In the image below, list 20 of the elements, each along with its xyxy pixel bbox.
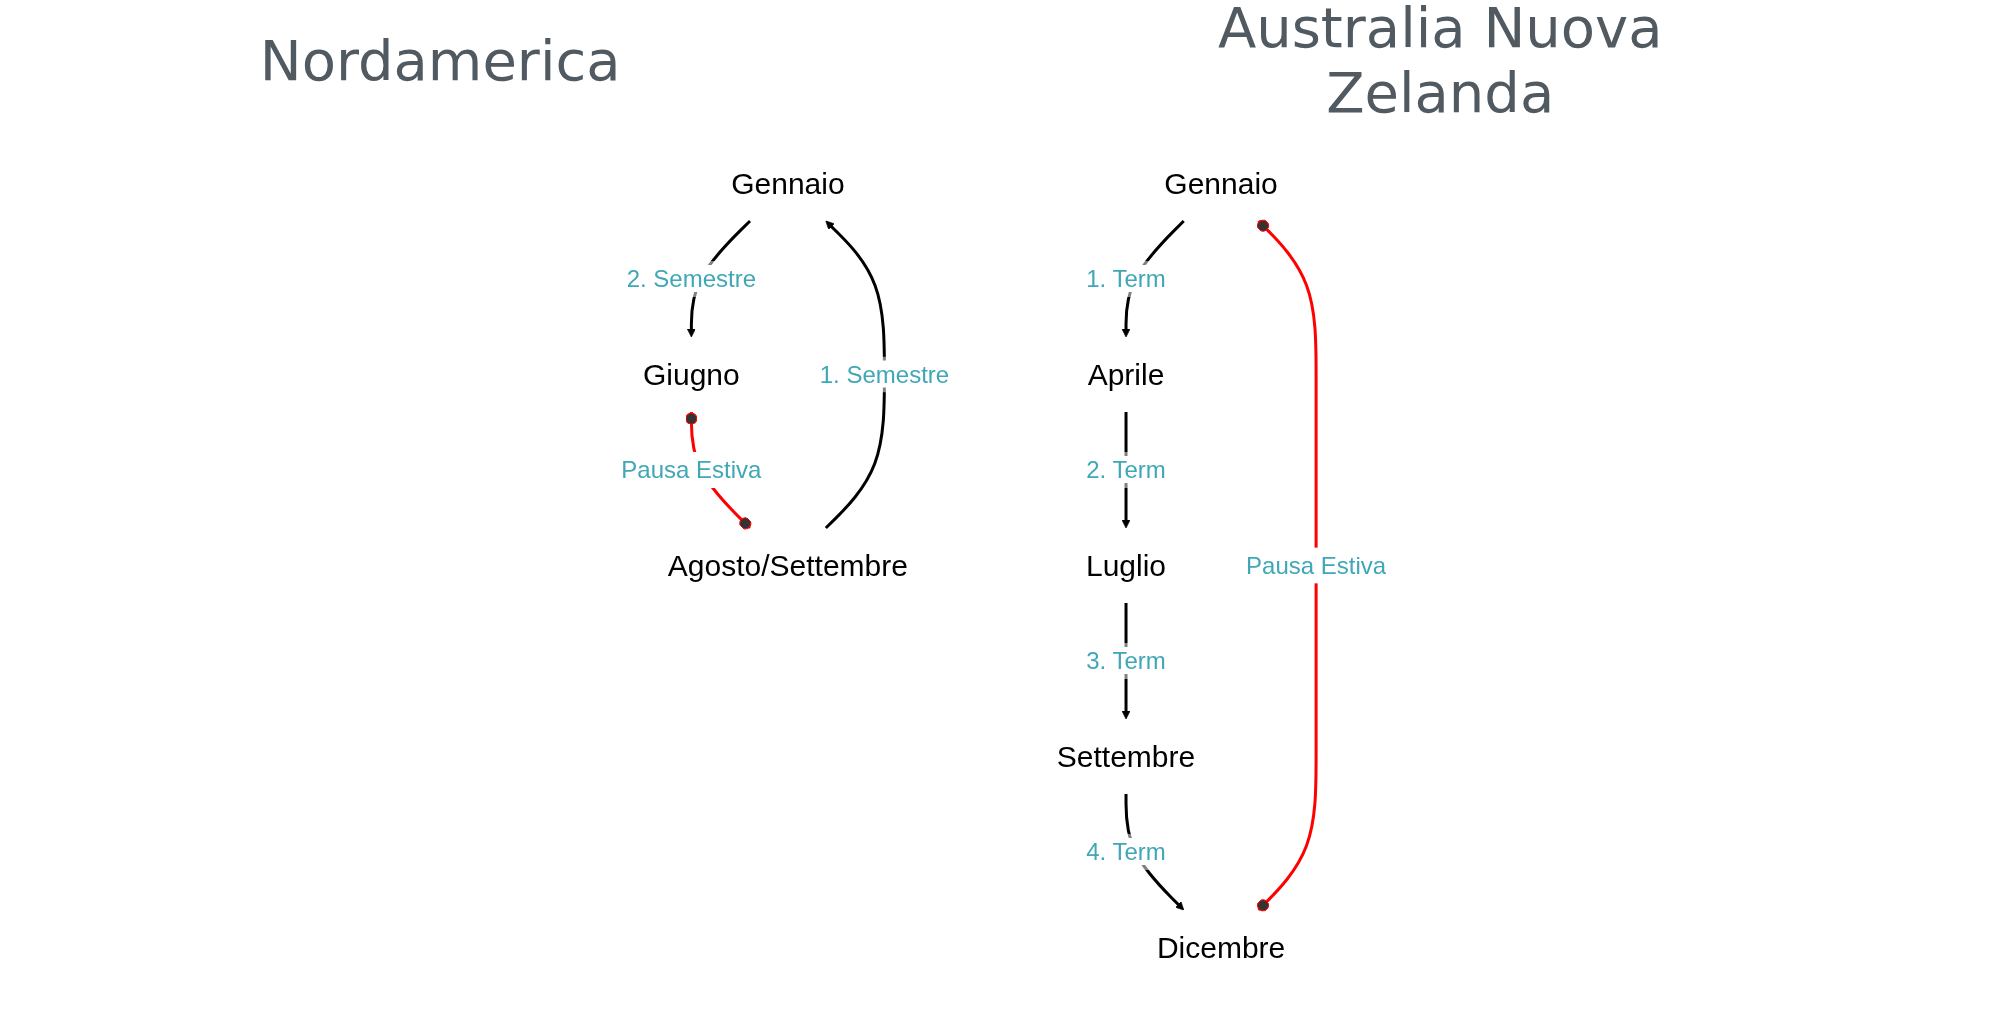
edge-label: 1. Term <box>1086 264 1167 292</box>
edge-label: 1. Semestre <box>820 360 950 387</box>
region-heading: Australia Nuova Zelanda <box>1216 0 1664 125</box>
edge-label: Pausa Estiva <box>621 455 762 483</box>
node-text: Gennaio <box>1164 166 1279 200</box>
edge-label: 4. Term <box>1086 837 1167 865</box>
node-text: Giugno <box>643 357 741 391</box>
region-heading: Nordamerica <box>259 27 621 93</box>
connector <box>1257 219 1318 911</box>
node-text: Aprile <box>1088 357 1165 391</box>
edge-label: 3. Term <box>1086 646 1167 674</box>
node-text: Agosto/Settembre <box>668 548 909 582</box>
node-text: Luglio <box>1086 548 1167 582</box>
arrow <box>825 220 887 529</box>
edge-label: 2. Term <box>1086 455 1167 483</box>
node-text: Dicembre <box>1157 930 1286 964</box>
edge-label: 2. Semestre <box>627 264 757 292</box>
node-text: Gennaio <box>731 166 846 200</box>
node-text: Settembre <box>1057 739 1196 773</box>
edge-label: Pausa Estiva <box>1246 551 1387 578</box>
